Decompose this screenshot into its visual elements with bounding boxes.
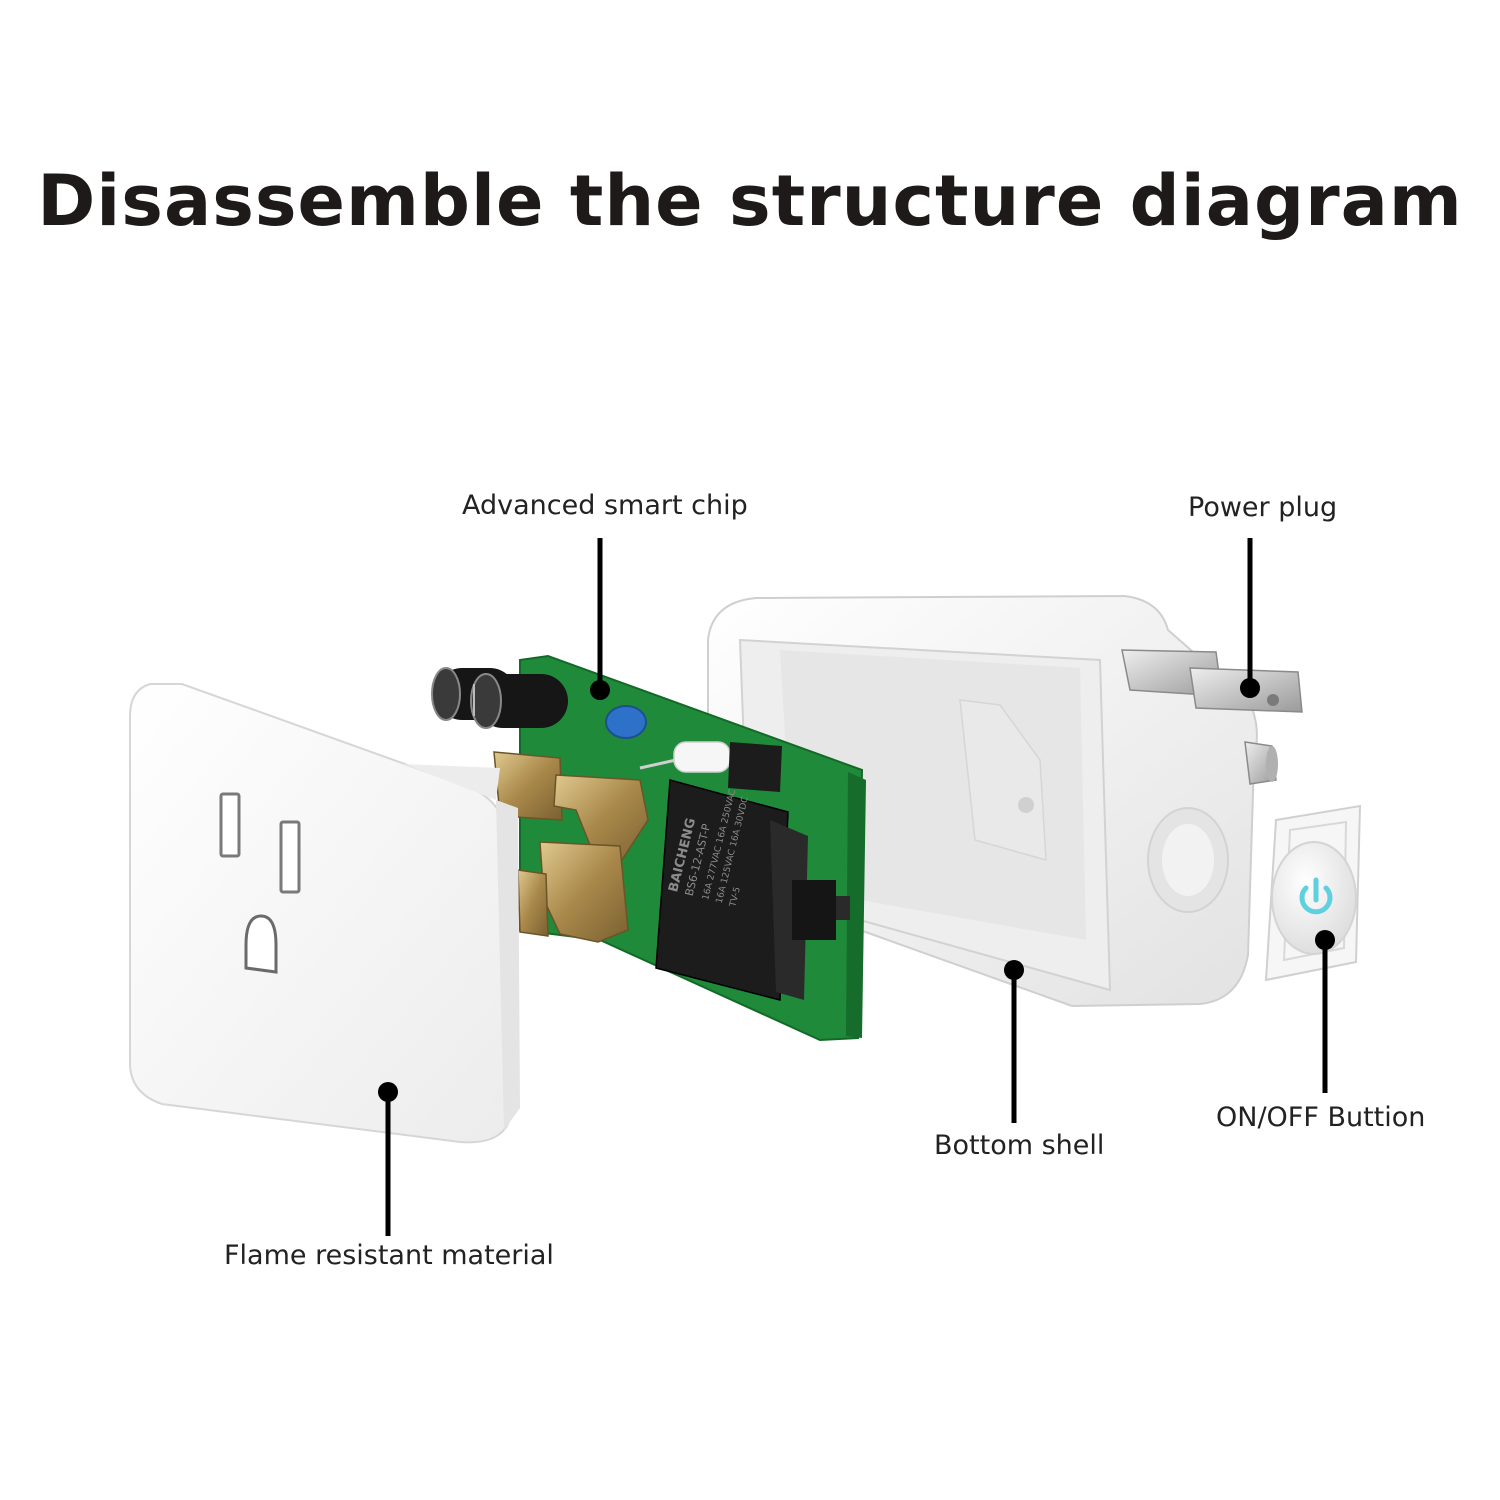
- label-bottom-shell: Bottom shell: [934, 1130, 1104, 1161]
- label-onoff-button: ON/OFF Buttion: [1216, 1102, 1425, 1133]
- outlet-face: [130, 684, 520, 1142]
- dot-bottom-shell: [1004, 960, 1024, 980]
- dot-chip: [590, 680, 610, 700]
- varistor: [606, 706, 646, 738]
- label-power-plug: Power plug: [1188, 492, 1337, 523]
- dot-button: [1315, 930, 1335, 950]
- label-advanced-smart-chip: Advanced smart chip: [462, 490, 748, 521]
- label-flame-resistant-material: Flame resistant material: [224, 1240, 554, 1271]
- dot-power-plug: [1240, 678, 1260, 698]
- dot-flame: [378, 1082, 398, 1102]
- capacitors: [432, 668, 568, 728]
- onoff-button-assembly: [1266, 806, 1360, 980]
